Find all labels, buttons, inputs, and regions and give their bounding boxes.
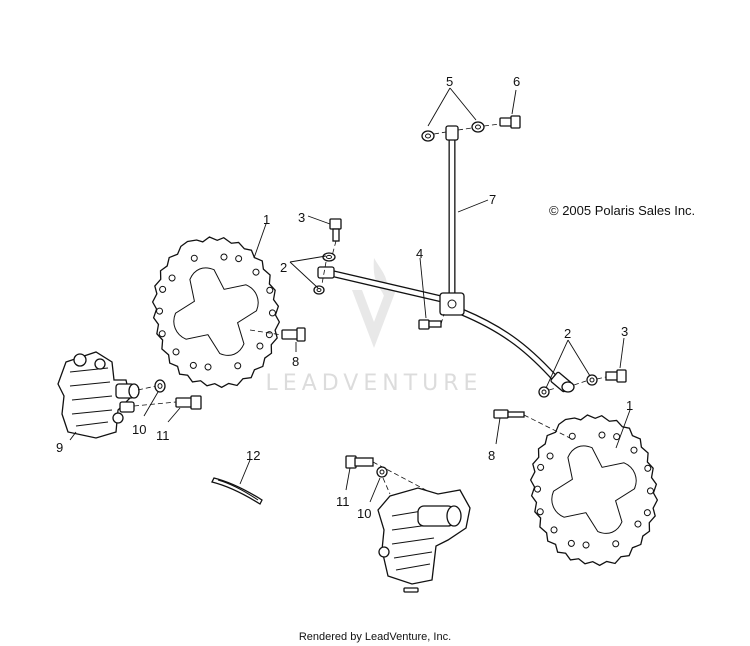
rotor-bolt-right (493, 409, 571, 439)
top-banjo-hardware (421, 115, 521, 142)
rotor-bolt-left (249, 327, 306, 342)
bolt-11-left-head (190, 395, 202, 410)
bolt-6-shank (499, 117, 513, 127)
washer-left-upper (322, 252, 336, 262)
washer-top-right (471, 121, 485, 133)
part-12-shim (211, 477, 263, 505)
brake-caliper-left (57, 351, 140, 439)
callout-10-left: 10 (132, 422, 146, 437)
callout-3-left: 3 (298, 210, 305, 225)
watermark-text: LEADVENTURE (266, 371, 483, 396)
washer-left-lower (313, 285, 325, 295)
callout-1-left: 1 (263, 212, 270, 227)
callout-10-lower: 10 (357, 506, 371, 521)
bolt-6-head (510, 115, 521, 129)
washer-right-right (586, 374, 598, 386)
callout-11-left: 11 (156, 428, 170, 443)
washer-top-left (421, 130, 435, 142)
copyright-text: © 2005 Polaris Sales Inc. (549, 203, 695, 218)
callout-5: 5 (446, 74, 453, 89)
callout-11-lower: 11 (336, 494, 350, 509)
watermark-logo-icon (352, 290, 396, 348)
callout-2-right: 2 (564, 326, 571, 341)
right-banjo-hardware (538, 369, 627, 398)
left-banjo-hardware (313, 218, 342, 295)
callout-8-right: 8 (488, 448, 495, 463)
bolt-3-right-head (616, 369, 627, 383)
callout-8-left: 8 (292, 354, 299, 369)
hose-tee-block (439, 292, 465, 316)
callout-6: 6 (513, 74, 520, 89)
watermark-logo-flame-icon (373, 258, 387, 296)
watermark: LEADVENTURE (266, 258, 483, 396)
callout-9: 9 (56, 440, 63, 455)
brake-rotor-right (529, 414, 659, 567)
callout-4: 4 (416, 246, 423, 261)
washer-10-left (154, 379, 166, 393)
callout-7: 7 (489, 192, 496, 207)
hose-top-fitting (445, 125, 459, 141)
brake-rotor-left (151, 236, 281, 389)
bolt-11-left-shank (175, 397, 193, 408)
callout-3-right: 3 (621, 324, 628, 339)
caliper-hardware-left (133, 379, 202, 410)
bolt-4 (418, 313, 445, 330)
callout-2-left: 2 (280, 260, 287, 275)
callout-12: 12 (246, 448, 260, 463)
leader-lines (69, 87, 631, 503)
bolt-3-right-shank (605, 371, 619, 381)
callouts: 5 6 7 3 1 2 4 2 3 8 1 9 10 11 8 12 11 10 (56, 74, 633, 521)
hose-left-fitting (317, 266, 335, 279)
brake-caliper-lower (345, 455, 471, 593)
callout-1-right: 1 (626, 398, 633, 413)
footer-credit: Rendered by LeadVenture, Inc. (299, 631, 451, 643)
washer-right-left (538, 386, 550, 398)
brake-hose-assembly (317, 125, 575, 393)
washer-10-lower (376, 466, 388, 478)
